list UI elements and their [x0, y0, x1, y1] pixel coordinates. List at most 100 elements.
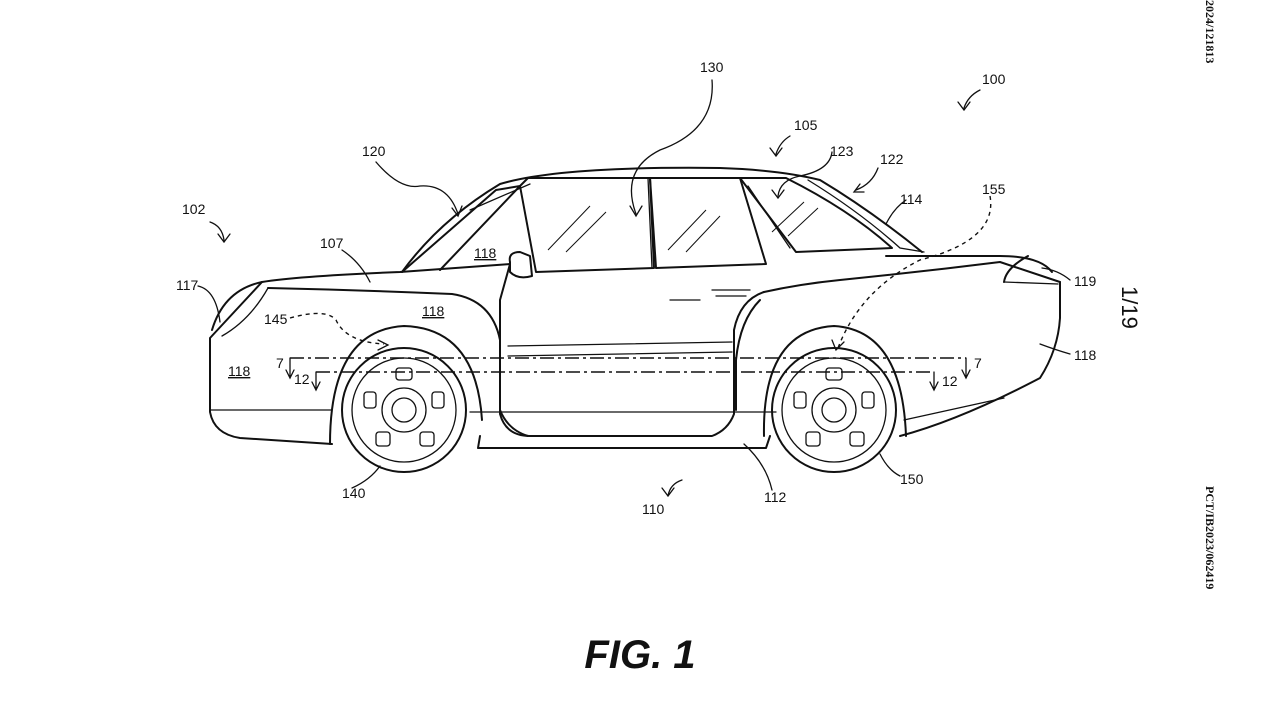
leader-107 [341, 249, 371, 283]
section-7-right-label: 7 [974, 355, 982, 371]
leader-150 [879, 453, 901, 477]
leader-130 [630, 79, 713, 215]
leader-145-arrow [377, 339, 390, 351]
leader-119 [1041, 267, 1071, 281]
label-123: 123 [830, 143, 854, 159]
section-12-left-label: 12 [294, 371, 310, 387]
section-12-left-arrow [311, 371, 321, 392]
leader-123 [777, 151, 833, 197]
front-tire [341, 347, 467, 473]
rear-side-window [649, 177, 767, 269]
rear-wheel-arch [762, 325, 907, 437]
section-12-right-arrow [929, 371, 939, 392]
vehicle-body [209, 255, 1061, 449]
section-lines [285, 357, 971, 392]
label-110: 110 [642, 501, 665, 517]
rear-cap [1003, 255, 1029, 283]
label-117: 117 [176, 277, 199, 293]
glass-highlight-1 [547, 205, 607, 253]
rear-tire [771, 347, 897, 473]
label-118-front-fender: 118 [422, 303, 445, 319]
rear-cap-curve [1003, 281, 1059, 285]
leader-123-arrow [771, 189, 785, 200]
arrow-110 [661, 479, 683, 498]
front-hub [381, 387, 427, 433]
hood-line [261, 263, 511, 283]
figure-caption: FIG. 1 [584, 633, 695, 677]
rear-fender [763, 261, 1061, 293]
leader-145 [289, 312, 385, 345]
leader-120-arrow [451, 205, 463, 218]
label-155: 155 [982, 181, 1006, 197]
leader-122-arrow [852, 183, 865, 193]
glass-highlight-3 [771, 201, 819, 237]
leader-114 [885, 199, 907, 225]
rear-hub-cap [821, 397, 847, 423]
leader-117 [197, 285, 221, 323]
leader-130-arrow [629, 205, 643, 218]
door-handle [669, 289, 751, 301]
label-118-front: 118 [228, 363, 251, 379]
cabin [401, 166, 925, 279]
b-pillar [647, 177, 653, 269]
windshield [401, 185, 521, 273]
front-wheel [329, 325, 483, 473]
leader-140 [351, 465, 381, 489]
glass-highlight-2 [667, 209, 721, 253]
section-7-right-arrow [961, 357, 971, 380]
label-118-hood: 118 [474, 245, 497, 261]
section-12-right-label: 12 [942, 373, 958, 389]
rear-window [739, 177, 893, 253]
side-mirror [508, 251, 533, 279]
label-107: 107 [320, 235, 344, 251]
label-119: 119 [1074, 273, 1097, 289]
leader-122 [855, 167, 879, 191]
label-140: 140 [342, 485, 366, 501]
reference-labels: 100 102 105 107 110 112 114 117 118 118 … [176, 59, 1097, 517]
label-105: 105 [794, 117, 818, 133]
label-102: 102 [182, 201, 206, 217]
body-outline [209, 281, 1061, 449]
label-118-rear: 118 [1074, 347, 1097, 363]
label-150: 150 [900, 471, 924, 487]
rear-rim [781, 357, 887, 463]
rear-fender-arch-panel [735, 299, 761, 411]
publication-number: 2024/121813 [1203, 0, 1217, 63]
label-100: 100 [982, 71, 1006, 87]
label-120: 120 [362, 143, 386, 159]
door-crease-upper [507, 341, 733, 347]
leader-112 [743, 443, 773, 491]
leader-lines [197, 79, 1071, 498]
front-hub-cap [391, 397, 417, 423]
arrow-105 [769, 135, 791, 158]
leader-120 [375, 161, 459, 215]
front-bumper-cap [211, 281, 263, 331]
rear-window-trim [807, 179, 925, 253]
front-rim [351, 357, 457, 463]
leader-118-rear [1039, 343, 1071, 355]
door-panel [499, 263, 765, 437]
label-130: 130 [700, 59, 724, 75]
label-145: 145 [264, 311, 288, 327]
front-wheel-arch [329, 325, 483, 445]
leader-155-arrow [831, 339, 845, 352]
c-pillar-inner [747, 185, 791, 249]
door-crease-lower [507, 351, 733, 357]
section-7-left-arrow [285, 357, 295, 380]
sheet-number: 1/19 [1117, 286, 1142, 329]
arrow-100 [957, 89, 981, 112]
rocker-line [209, 397, 1005, 421]
rear-lug-pads [793, 367, 875, 447]
arrow-102 [209, 221, 231, 244]
label-114: 114 [900, 191, 923, 207]
application-number: PCT/IB2023/062419 [1203, 486, 1217, 589]
trunk-line [885, 255, 1053, 273]
label-122: 122 [880, 151, 904, 167]
leader-155 [837, 195, 992, 349]
rear-hub [811, 387, 857, 433]
front-fender [267, 287, 529, 437]
front-lug-pads [363, 367, 445, 447]
section-7-left-label: 7 [276, 355, 284, 371]
